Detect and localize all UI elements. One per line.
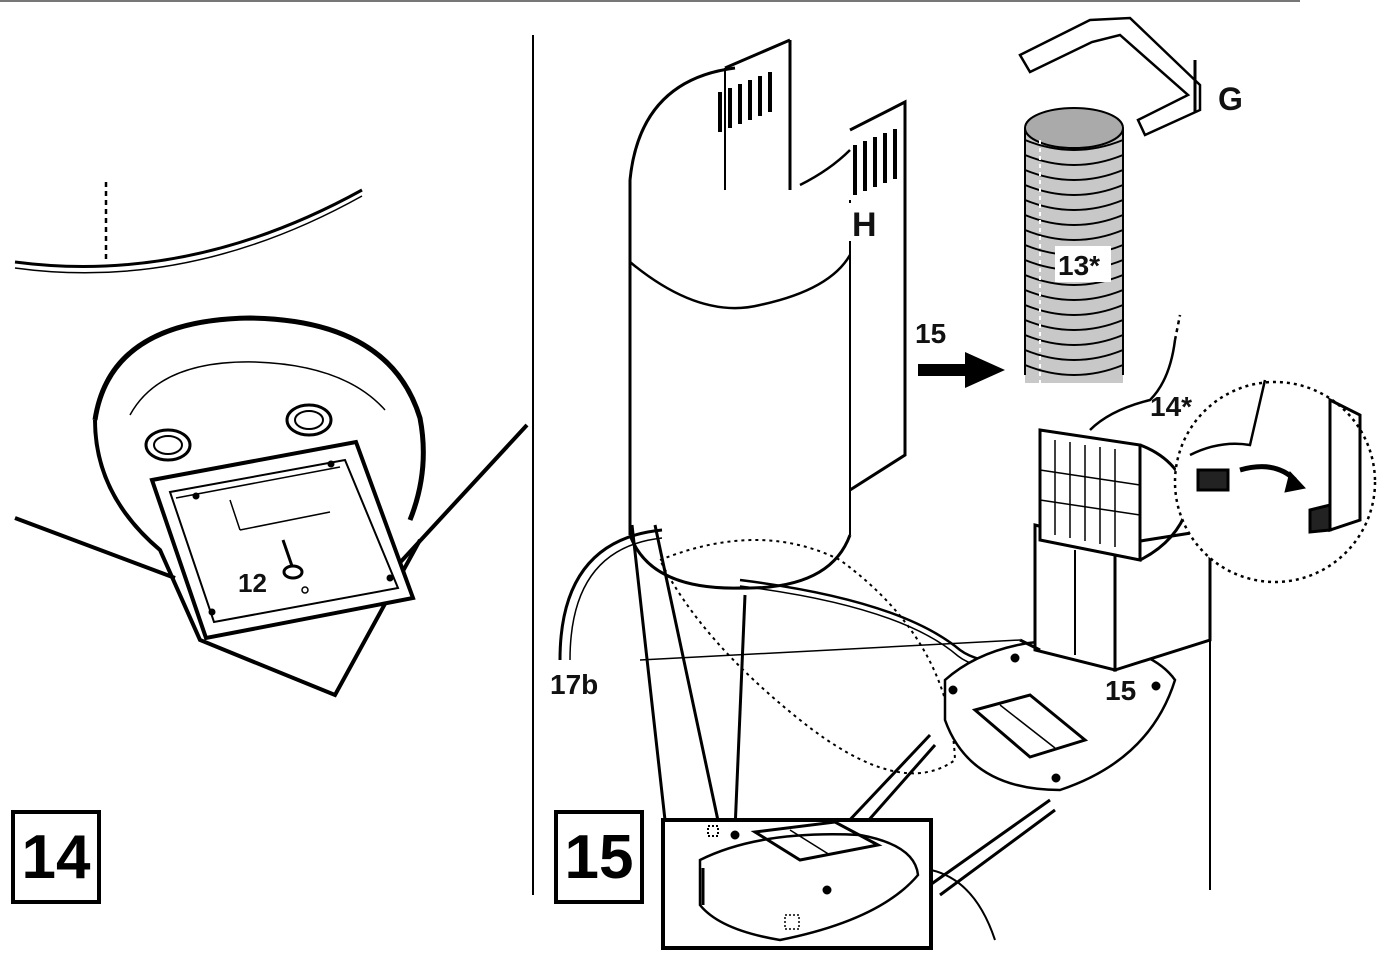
callout-cable: 14* [1150, 391, 1192, 422]
callout-screw: 12 [238, 568, 267, 598]
callout-bracket: G [1218, 81, 1243, 117]
callout-hose: 17b [550, 669, 598, 700]
panel-14 [14, 182, 529, 698]
right-arrow-icon [918, 352, 1005, 388]
step-box-14 [11, 810, 101, 904]
step-number-15: 15 [565, 823, 634, 892]
callout-base: 15 [1105, 675, 1136, 706]
callout-duct: 13* [1058, 250, 1100, 281]
callout-chimney-bg [848, 203, 880, 241]
callout-duct-bg [1055, 246, 1111, 282]
step-number-14: 14 [22, 823, 91, 892]
inset-detail [661, 818, 996, 950]
panel-15 [558, 16, 1377, 897]
callout-chimney: H [852, 206, 877, 244]
step-box-15 [554, 810, 644, 904]
callout-arrow-step: 15 [915, 318, 946, 349]
